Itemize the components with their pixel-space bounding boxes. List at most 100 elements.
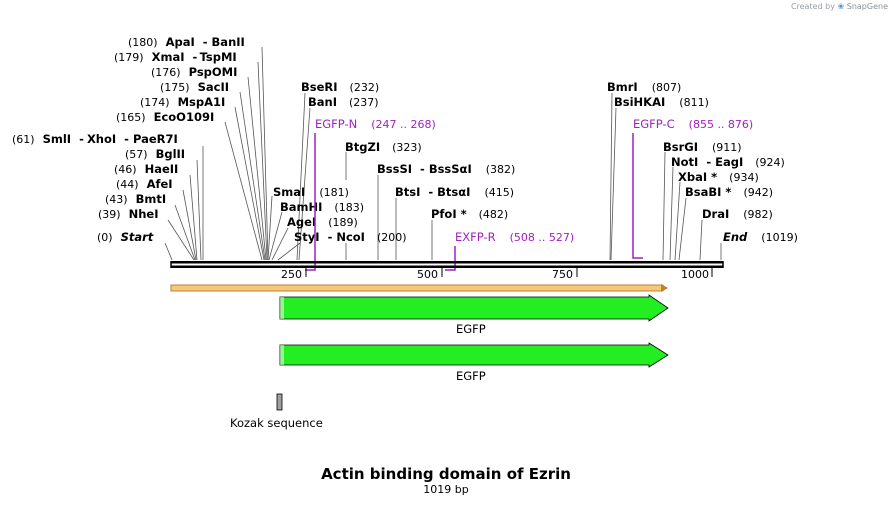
site-name: BamHI bbox=[280, 200, 322, 214]
site-pos: (61) bbox=[12, 133, 35, 146]
tick-label: 500 bbox=[417, 268, 438, 281]
svg-text:EGFP-N(247 .. 268): EGFP-N (247 .. 268) bbox=[315, 117, 436, 131]
site-pos: (181) bbox=[319, 186, 349, 199]
site-name-2: XhoI bbox=[87, 132, 116, 146]
svg-text:SmaI(181): SmaI (181) bbox=[273, 185, 349, 199]
site-name: ApaI bbox=[166, 35, 195, 49]
egfp-feature-2: EGFP bbox=[279, 342, 669, 383]
site-pos: (179) bbox=[114, 51, 144, 64]
svg-text:BanI(237): BanI (237) bbox=[308, 95, 379, 109]
svg-text:NotI-EagI(924): NotI-EagI(924) bbox=[671, 155, 785, 169]
credit-brand: SnapGene bbox=[846, 2, 888, 11]
leader-lines bbox=[164, 46, 722, 261]
feature-label: Kozak sequence bbox=[230, 416, 323, 430]
site-pos: (982) bbox=[743, 208, 773, 221]
site-name: Start bbox=[121, 230, 154, 244]
site-name: NotI bbox=[671, 155, 698, 169]
site-name-2: BssSαI bbox=[429, 162, 472, 176]
sequence-backbone bbox=[170, 261, 724, 268]
orf-arrow bbox=[170, 284, 668, 292]
svg-text:BseRI(232): BseRI (232) bbox=[301, 80, 379, 94]
site-name: BanI bbox=[308, 95, 337, 109]
site-pos: (183) bbox=[334, 201, 364, 214]
primer-egfp-c: EGFP-C (855 .. 876) bbox=[632, 117, 754, 259]
svg-text:BsaBI *(942): BsaBI * (942) bbox=[685, 185, 773, 199]
site-pos: (807) bbox=[652, 81, 682, 94]
svg-text:(43)BmtI: (43)BmtI bbox=[105, 192, 166, 206]
svg-text:PfoI *(482): PfoI *(482) bbox=[431, 207, 508, 221]
map-length: 1019 bp bbox=[423, 483, 468, 496]
site-pos: (237) bbox=[349, 96, 379, 109]
svg-text:BtgZI(323): BtgZI(323) bbox=[345, 140, 422, 154]
site-name: BmrI bbox=[607, 80, 638, 94]
snapgene-logo-icon: ❀ bbox=[837, 2, 845, 11]
site-name-2: BanII bbox=[212, 35, 245, 49]
site-pos: (57) bbox=[125, 148, 148, 161]
site-pos: (942) bbox=[743, 186, 773, 199]
site-pos: (232) bbox=[350, 81, 380, 94]
svg-text:AgeI(189): AgeI(189) bbox=[287, 215, 358, 229]
svg-text:StyI-NcoI(200): StyI-NcoI(200) bbox=[294, 230, 407, 244]
site-name: SmaI bbox=[273, 185, 305, 199]
site-name-3: PaeR7I bbox=[133, 132, 178, 146]
svg-text:(175)SacII: (175) SacII bbox=[160, 80, 229, 94]
credit-text: Created by bbox=[790, 2, 835, 11]
site-name: BsaBI * bbox=[685, 185, 731, 199]
tick-label: 250 bbox=[281, 268, 302, 281]
site-name: BseRI bbox=[301, 80, 338, 94]
site-name: BssSI bbox=[377, 162, 412, 176]
svg-text:(180)ApaI-BanII: (180)ApaI-BanII bbox=[128, 35, 245, 49]
feature-label: EGFP bbox=[456, 322, 486, 336]
site-name: StyI bbox=[294, 230, 320, 244]
site-pos: (200) bbox=[377, 231, 407, 244]
site-name: BtsI bbox=[395, 185, 420, 199]
site-name: SacII bbox=[198, 80, 229, 94]
site-pos: (174) bbox=[140, 96, 170, 109]
svg-text:(44)AfeI: (44)AfeI bbox=[116, 177, 173, 191]
primer-range: (855 .. 876) bbox=[689, 118, 754, 131]
site-pos: (934) bbox=[729, 171, 759, 184]
tick-label: 750 bbox=[552, 268, 573, 281]
site-name: NheI bbox=[129, 207, 159, 221]
site-pos: (0) bbox=[97, 231, 113, 244]
site-name: HaeII bbox=[145, 162, 179, 176]
svg-text:(179)XmaI-TspMI: (179)XmaI-TspMI bbox=[114, 50, 237, 64]
map-title: Actin binding domain of Ezrin bbox=[321, 465, 571, 483]
site-name: AgeI bbox=[287, 215, 316, 229]
egfp-feature-1: EGFP bbox=[279, 294, 669, 336]
site-name: BsrGI bbox=[663, 140, 698, 154]
svg-text:(57)BglII: (57)BglII bbox=[125, 147, 185, 161]
svg-text:BsiHKAI(811): BsiHKAI(811) bbox=[614, 95, 709, 109]
feature-label: EGFP bbox=[456, 369, 486, 383]
svg-text:End(1019): End (1019) bbox=[723, 230, 798, 244]
svg-text:(61)SmlI-XhoI-PaeR7I: (61)SmlI-XhoI-PaeR7I bbox=[12, 132, 178, 146]
svg-text:BssSI-BssSαI(382): BssSI-BssSαI(382) bbox=[377, 162, 515, 176]
primer-range: (508 .. 527) bbox=[510, 231, 575, 244]
site-name: XmaI bbox=[152, 50, 185, 64]
site-pos: (1019) bbox=[761, 231, 798, 244]
primers: EGFP-N (247 .. 268) EGFP-C (855 .. 876) EX… bbox=[305, 117, 754, 271]
site-name: AfeI bbox=[147, 177, 173, 191]
site-pos: (911) bbox=[712, 141, 742, 154]
primer-name: EGFP-C bbox=[633, 117, 675, 131]
site-labels: (180)ApaI-BanII (179)XmaI-TspMI (176)Psp… bbox=[12, 35, 798, 244]
site-name: MspA1I bbox=[178, 95, 226, 109]
ruler: 250 500 750 1000 bbox=[281, 268, 713, 281]
primer-exfp-r: EXFP-R(508 .. 527) bbox=[445, 230, 575, 271]
svg-text:BmrI(807): BmrI (807) bbox=[607, 80, 681, 94]
primer-range: (247 .. 268) bbox=[371, 118, 436, 131]
site-name-2: TspMI bbox=[200, 50, 237, 64]
snapgene-credit: Created by ❀ SnapGene bbox=[791, 2, 888, 11]
site-pos: (43) bbox=[105, 193, 128, 206]
svg-text:XbaI *(934): XbaI * (934) bbox=[678, 170, 759, 184]
site-name: BsiHKAI bbox=[614, 95, 665, 109]
tick-label: 1000 bbox=[681, 268, 709, 281]
site-pos: (176) bbox=[151, 66, 181, 79]
site-name: XbaI * bbox=[678, 170, 717, 184]
site-name: End bbox=[723, 230, 748, 244]
site-pos: (165) bbox=[116, 111, 146, 124]
site-name-2: EagI bbox=[715, 155, 743, 169]
site-pos: (175) bbox=[160, 81, 190, 94]
primer-name: EGFP-N bbox=[315, 117, 357, 131]
